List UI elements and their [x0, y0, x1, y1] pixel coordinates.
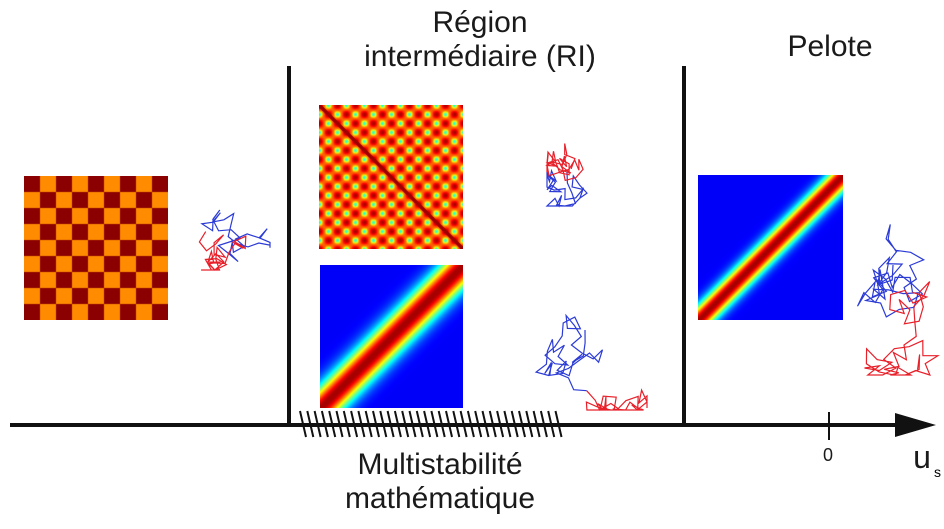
chain-ri-extended-red-half — [585, 388, 648, 411]
axis-zero-label: 0 — [822, 445, 833, 465]
region-ri-title: Région intermédiaire (RI) — [330, 6, 630, 73]
chain-ri-extended-blue-half — [534, 313, 604, 392]
chain-coil-blue-half — [856, 224, 926, 318]
hatch-mark — [320, 410, 329, 438]
hatch-mark — [430, 410, 439, 438]
hatch-mark — [437, 410, 446, 438]
hatch-mark — [393, 410, 402, 438]
hatch-mark — [474, 410, 483, 438]
contact-map-ri-periodic — [319, 105, 463, 249]
hatch-mark — [313, 410, 322, 438]
multistability-hatching — [299, 410, 563, 438]
axis-arrow-head — [895, 413, 936, 437]
multistability-line2: mathématique — [344, 481, 536, 515]
hatch-mark — [532, 410, 541, 438]
hatch-mark — [496, 410, 505, 438]
hatch-mark — [335, 410, 344, 438]
hatch-mark — [539, 410, 548, 438]
hatch-mark — [423, 410, 432, 438]
multistability-label: Multistabilité mathématique — [300, 448, 580, 515]
hatch-mark — [379, 410, 388, 438]
axis-subscript: s — [934, 464, 941, 480]
hatch-mark — [386, 410, 395, 438]
hatch-mark — [415, 410, 424, 438]
hatch-mark — [503, 410, 512, 438]
hatch-mark — [364, 410, 373, 438]
hatch-mark — [466, 410, 475, 438]
hatch-mark — [510, 410, 519, 438]
chain-ri-globule-red-half — [545, 143, 584, 182]
chain-coil-red-half — [864, 281, 940, 376]
axis-variable: u — [913, 439, 931, 475]
contact-map-checkerboard — [24, 176, 168, 320]
hatch-mark — [350, 410, 359, 438]
chain-compact-left-red-half — [198, 231, 247, 271]
hatch-mark — [481, 410, 490, 438]
hatch-mark — [452, 410, 461, 438]
hatch-mark — [357, 410, 366, 438]
hatch-mark — [342, 410, 351, 438]
hatch-mark — [408, 410, 417, 438]
axis-variable-label: u — [912, 439, 932, 476]
region-coil-title: Pelote — [787, 30, 873, 63]
hatch-mark — [445, 410, 453, 438]
multistability-line1: Multistabilité — [357, 448, 523, 481]
hatch-mark — [299, 410, 307, 438]
region-ri-title-line1: Région — [432, 6, 528, 39]
hatch-mark — [306, 410, 315, 438]
region-ri-title-line2: intermédiaire (RI) — [364, 39, 596, 73]
hatch-mark — [328, 410, 337, 438]
polymer-chains — [198, 143, 940, 411]
hatch-mark — [547, 410, 556, 438]
chain-ri-globule-blue-half — [545, 168, 588, 208]
hatch-mark — [525, 410, 534, 438]
contact-map-coil-diagonal — [698, 175, 843, 320]
hatch-mark — [372, 410, 380, 438]
hatch-mark — [459, 410, 468, 438]
hatch-mark — [554, 410, 563, 438]
hatch-mark — [401, 410, 410, 438]
contact-map-ri-diagonal — [320, 265, 463, 408]
hatch-mark — [518, 410, 526, 438]
hatch-mark — [488, 410, 497, 438]
